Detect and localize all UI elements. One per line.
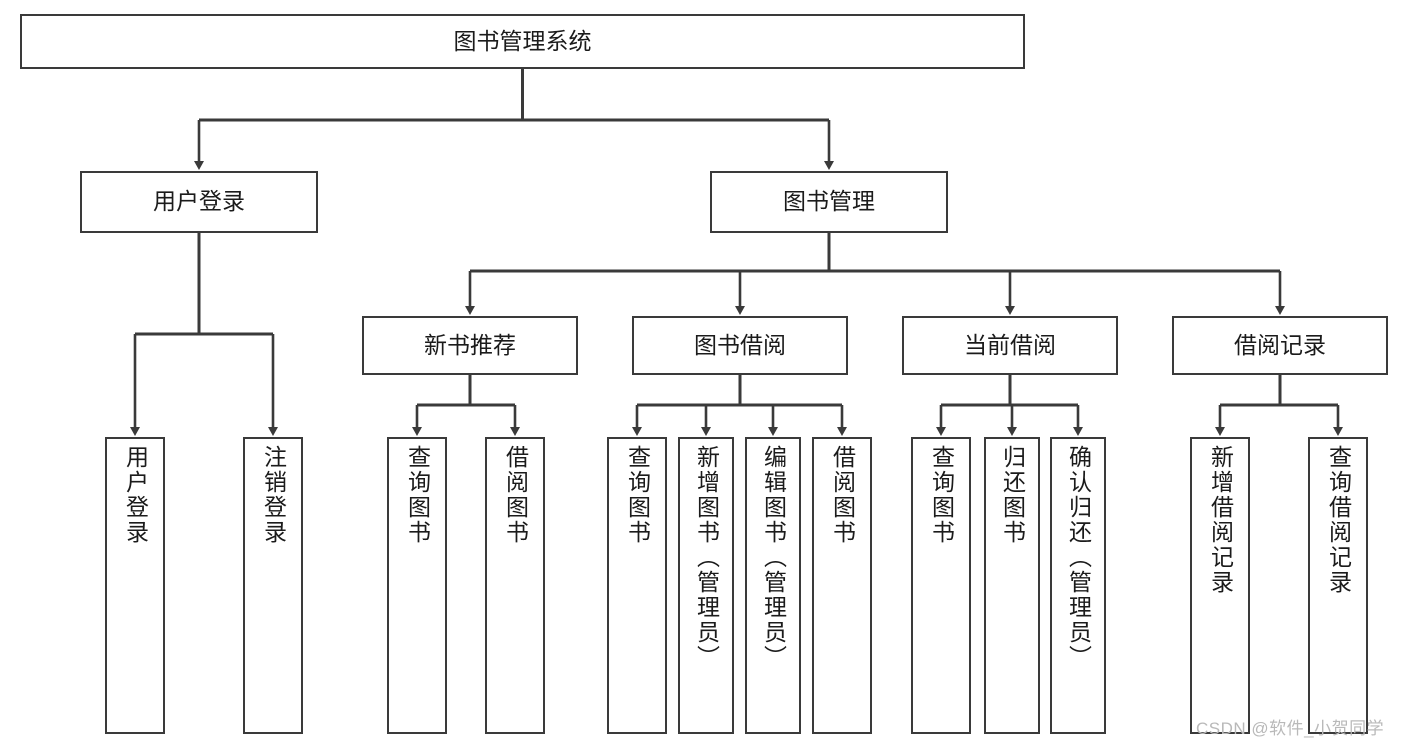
node-current[interactable]: 当前借阅 [902, 316, 1118, 375]
node-label-leaf3: 查询图书 [404, 445, 431, 545]
node-label-root: 图书管理系统 [453, 27, 592, 54]
node-bookmgmt[interactable]: 图书管理 [710, 171, 948, 233]
node-leaf11[interactable]: 确认归还（管理员） [1050, 437, 1106, 734]
node-leaf7[interactable]: 编辑图书（管理员） [745, 437, 801, 734]
node-label-current: 当前借阅 [964, 331, 1056, 358]
node-leaf13[interactable]: 查询借阅记录 [1308, 437, 1368, 734]
edge-group [130, 69, 1343, 436]
node-label-leaf6: 新增图书（管理员） [693, 445, 720, 670]
node-label-leaf13: 查询借阅记录 [1325, 445, 1352, 595]
node-label-leaf4: 借阅图书 [502, 445, 529, 545]
node-label-records: 借阅记录 [1234, 331, 1326, 358]
node-label-borrow: 图书借阅 [694, 331, 786, 358]
node-label-leaf5: 查询图书 [624, 445, 651, 545]
node-root[interactable]: 图书管理系统 [20, 14, 1025, 69]
node-label-leaf10: 归还图书 [999, 445, 1026, 545]
node-leaf4[interactable]: 借阅图书 [485, 437, 545, 734]
node-records[interactable]: 借阅记录 [1172, 316, 1388, 375]
node-login[interactable]: 用户登录 [80, 171, 318, 233]
node-leaf5[interactable]: 查询图书 [607, 437, 667, 734]
node-label-bookmgmt: 图书管理 [783, 188, 875, 215]
node-leaf2[interactable]: 注销登录 [243, 437, 303, 734]
node-label-leaf11: 确认归还（管理员） [1065, 445, 1092, 670]
node-leaf10[interactable]: 归还图书 [984, 437, 1040, 734]
node-label-leaf9: 查询图书 [928, 445, 955, 545]
node-label-login: 用户登录 [153, 188, 245, 215]
node-borrow[interactable]: 图书借阅 [632, 316, 848, 375]
node-leaf12[interactable]: 新增借阅记录 [1190, 437, 1250, 734]
node-label-leaf1: 用户登录 [122, 445, 149, 545]
node-leaf3[interactable]: 查询图书 [387, 437, 447, 734]
node-label-leaf7: 编辑图书（管理员） [760, 445, 787, 670]
node-leaf9[interactable]: 查询图书 [911, 437, 971, 734]
node-leaf1[interactable]: 用户登录 [105, 437, 165, 734]
node-label-leaf12: 新增借阅记录 [1207, 445, 1234, 595]
node-label-leaf2: 注销登录 [260, 445, 287, 545]
node-label-newbook: 新书推荐 [424, 331, 516, 358]
node-newbook[interactable]: 新书推荐 [362, 316, 578, 375]
node-leaf8[interactable]: 借阅图书 [812, 437, 872, 734]
node-label-leaf8: 借阅图书 [829, 445, 856, 545]
node-leaf6[interactable]: 新增图书（管理员） [678, 437, 734, 734]
